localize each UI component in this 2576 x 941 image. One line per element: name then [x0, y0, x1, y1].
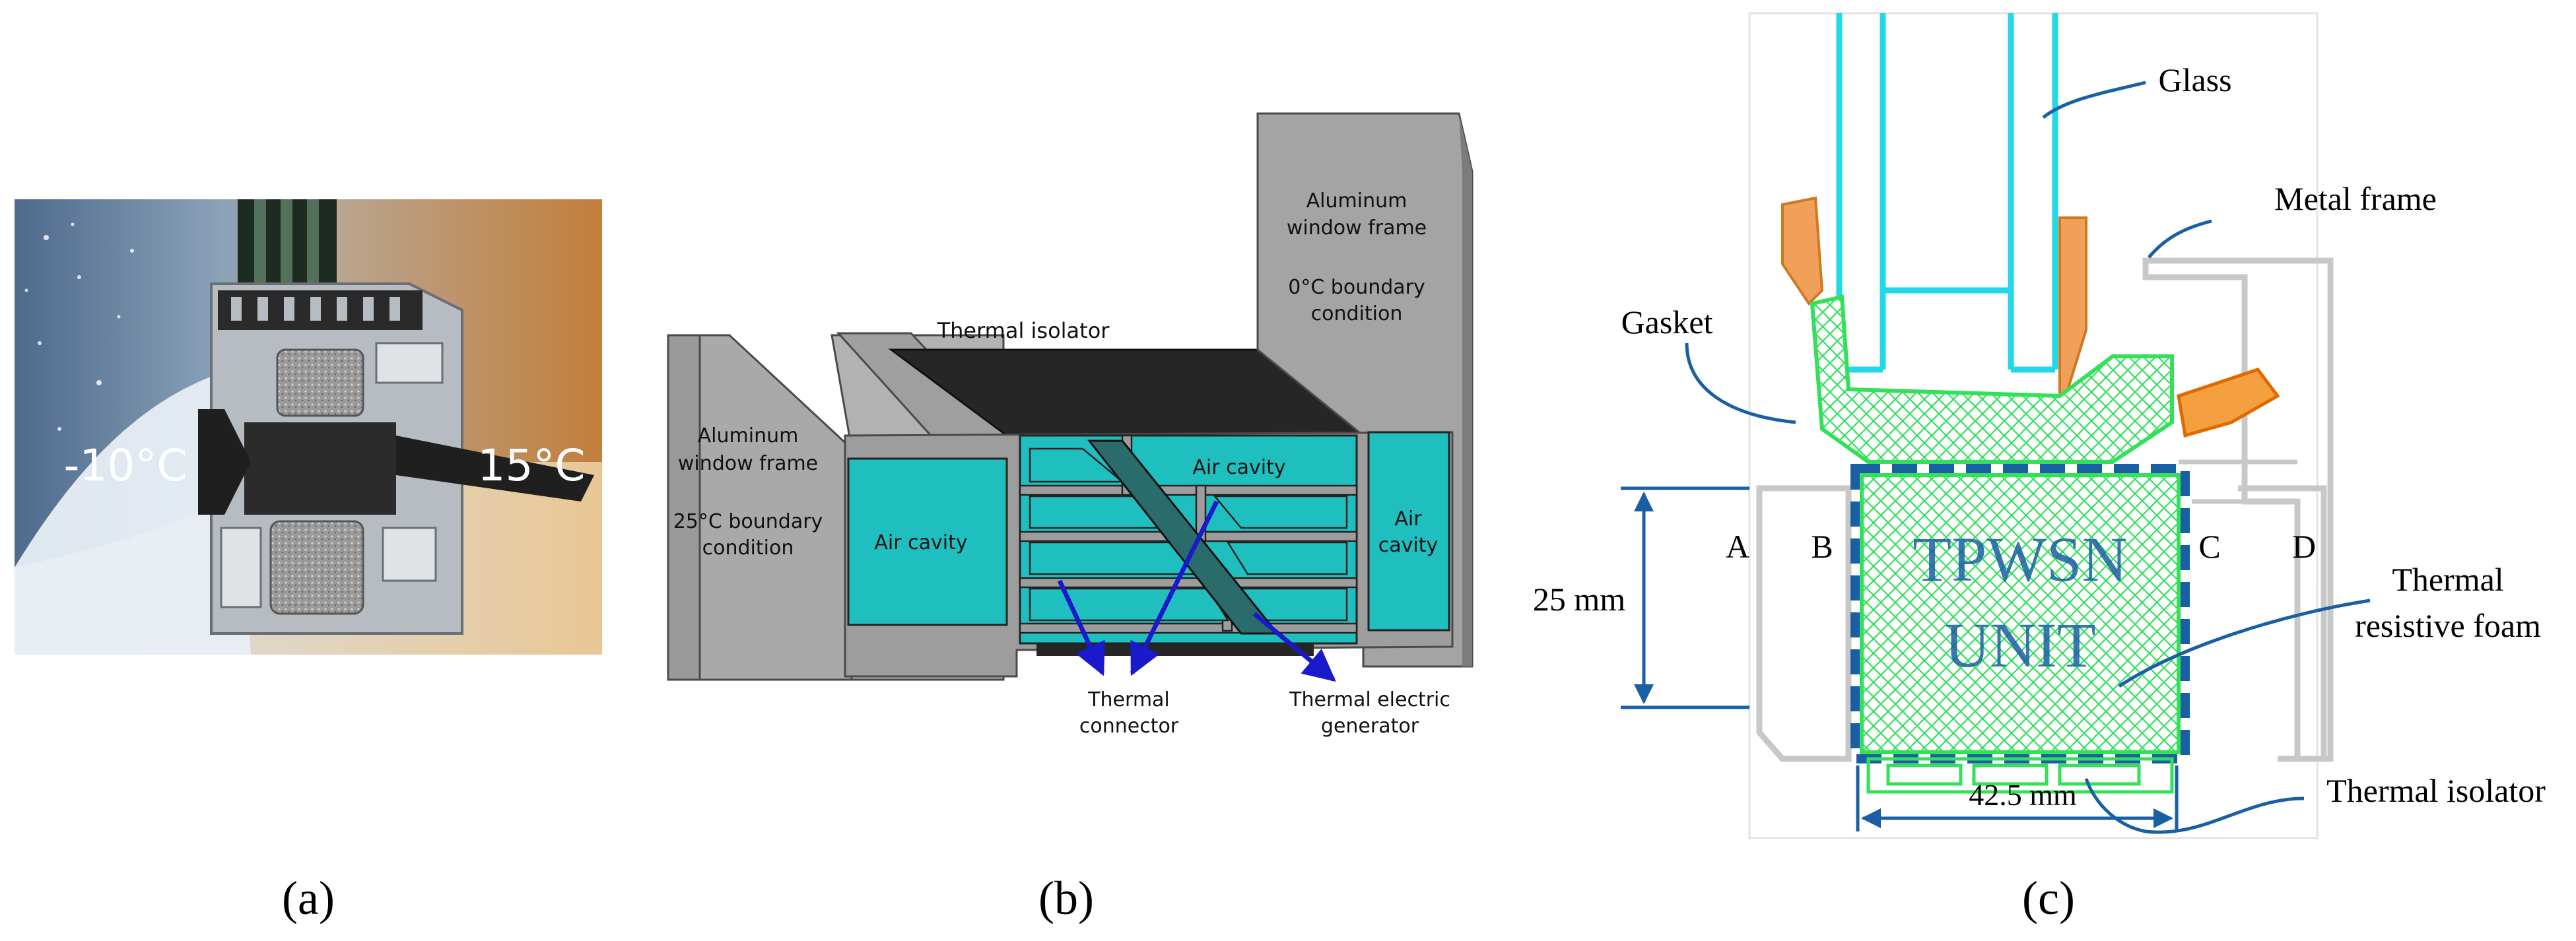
arrow-connector-2 — [1130, 500, 1219, 676]
tpwsn-unit-body — [1860, 473, 2181, 754]
glass-panes — [1836, 13, 2058, 373]
air-cavity-left — [847, 457, 1008, 626]
clip-orange — [2177, 368, 2280, 438]
label-thermal-isolator-c: Thermal isolator — [2326, 772, 2546, 809]
caption-b: (b) — [1038, 872, 1094, 925]
panel-c-section: TPWSN UNIT 25 mm 42.5 mm A B C D Glass M… — [1533, 12, 2546, 839]
arrow-teg — [1252, 612, 1336, 682]
label-left-boundary-2: condition — [702, 536, 794, 560]
unit-line-2: UNIT — [1944, 610, 2095, 680]
gasket-right-orange — [2058, 216, 2087, 416]
leader-gasket — [1685, 342, 1796, 424]
label-glass: Glass — [2158, 61, 2231, 98]
point-d: D — [2292, 528, 2316, 565]
label-gasket: Gasket — [1621, 304, 1713, 341]
caption-a: (a) — [282, 872, 335, 925]
label-thermal-isolator: Thermal isolator — [937, 318, 1110, 343]
label-metal-frame: Metal frame — [2274, 180, 2437, 217]
leader-metal-frame — [2148, 219, 2212, 259]
gasket-green — [1810, 294, 2174, 464]
label-left-frame-2: window frame — [678, 452, 818, 475]
label-air-cavity-top: Air cavity — [1192, 456, 1285, 479]
point-c: C — [2198, 528, 2220, 565]
label-thermal-connector-1: Thermal — [1087, 688, 1170, 711]
label-air-cavity-left: Air cavity — [874, 531, 967, 554]
gasket-left-orange — [1781, 196, 1824, 306]
panel-b-model: Thermal isolator Aluminum window frame 0… — [667, 112, 1474, 738]
label-thermal-connector-2: connector — [1079, 715, 1179, 738]
label-left-frame-1: Aluminum — [698, 424, 799, 447]
label-right-frame-2: window frame — [1287, 216, 1427, 240]
label-foam-2: resistive foam — [2355, 607, 2541, 644]
label-teg-1: Thermal electric — [1289, 688, 1450, 711]
label-teg-2: generator — [1321, 715, 1419, 738]
label-foam-1: Thermal — [2392, 561, 2503, 598]
upper-foam-block — [276, 348, 364, 417]
left-frame-edge — [667, 334, 701, 681]
leader-isolator — [2084, 778, 2305, 834]
warm-temp-label: 15°C — [477, 440, 585, 491]
point-a: A — [1726, 528, 1749, 565]
lower-foam-block — [269, 520, 364, 615]
bottom-isolator — [1866, 757, 2174, 794]
label-air-cavity-right-1: Air — [1394, 507, 1422, 531]
arrow-connector-1 — [1057, 579, 1105, 676]
leader-glass — [2042, 81, 2146, 119]
thermal-break — [244, 422, 396, 515]
unit-line-1: TPWSN — [1913, 524, 2127, 595]
label-left-boundary-1: 25°C boundary — [673, 510, 823, 533]
air-cavity-right — [1367, 431, 1450, 632]
leader-foam — [2118, 599, 2371, 688]
snow-specks — [24, 222, 134, 431]
dim-width-label: 42.5 mm — [1969, 778, 2077, 812]
snow-drift — [15, 370, 251, 655]
dim-height-label: 25 mm — [1533, 581, 1625, 618]
cold-temp-label: -10°C — [64, 440, 187, 491]
point-b: B — [1811, 528, 1833, 565]
label-right-frame-1: Aluminum — [1306, 189, 1407, 212]
panel-a-photo: -10°C 15°C — [15, 199, 602, 655]
caption-c: (c) — [2022, 872, 2075, 925]
thermal-isolator-bottom — [1036, 641, 1314, 656]
label-air-cavity-right-2: cavity — [1378, 534, 1438, 557]
label-right-boundary-1: 0°C boundary — [1288, 276, 1425, 299]
label-right-boundary-2: condition — [1311, 302, 1403, 325]
